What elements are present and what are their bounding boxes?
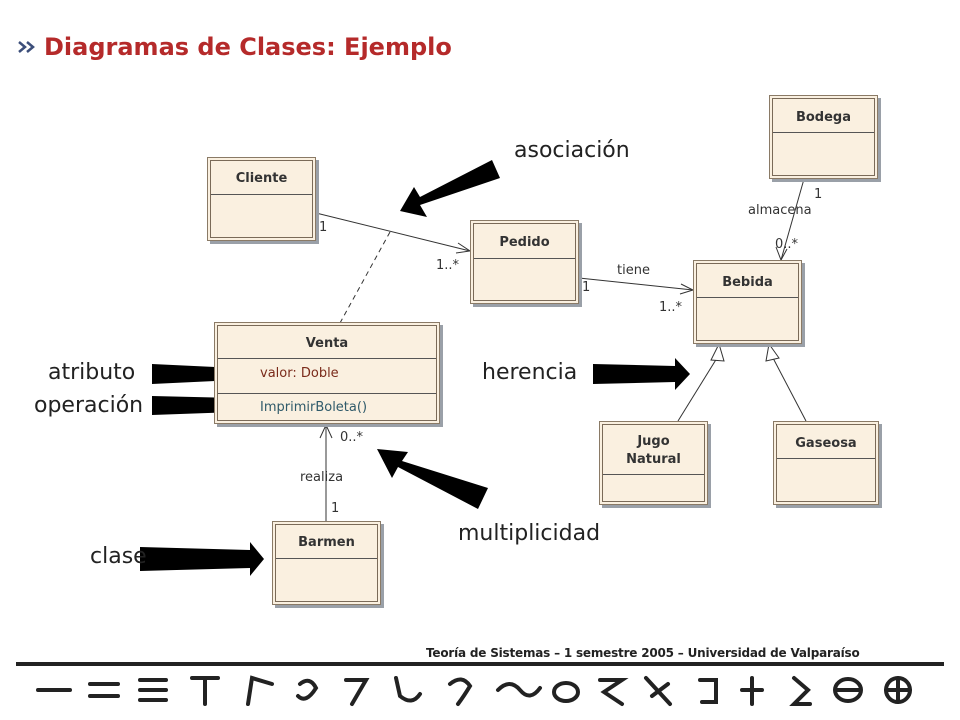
venta-association-class-link xyxy=(339,231,391,324)
class-bodega[interactable]: Bodega xyxy=(769,95,878,179)
class-venta[interactable]: Venta valor: Doble ImprimirBoleta() xyxy=(214,322,440,424)
annotation-multiplicidad: multiplicidad xyxy=(458,521,601,546)
cliente-multiplicity: 1 xyxy=(319,220,328,235)
annotation-clase: clase xyxy=(90,544,147,569)
venta-operation-imprimir-boleta: ImprimirBoleta() xyxy=(260,400,368,415)
asociacion-pointer-arrow xyxy=(400,160,500,217)
class-cliente-name: Cliente xyxy=(235,171,288,186)
barmen-multiplicity: 1 xyxy=(331,501,340,516)
bodega-bebida-association xyxy=(780,178,805,261)
footer-divider xyxy=(16,662,944,666)
class-gaseosa[interactable]: Gaseosa xyxy=(773,421,879,505)
annotation-asociacion: asociación xyxy=(514,138,630,163)
class-bodega-name: Bodega xyxy=(795,110,852,125)
class-bebida-name: Bebida xyxy=(722,275,773,290)
bebida-multiplicity-in: 1..* xyxy=(659,300,683,315)
clase-pointer-arrow xyxy=(140,542,264,576)
class-gaseosa-name: Gaseosa xyxy=(795,436,857,451)
class-cliente[interactable]: Cliente xyxy=(207,157,316,241)
venta-multiplicity: 0..* xyxy=(340,430,364,445)
class-barmen-name: Barmen xyxy=(298,535,355,550)
gaseosa-inheritance-triangle xyxy=(765,342,780,362)
annotation-operacion: operación xyxy=(34,393,144,418)
atributo-pointer-arrow xyxy=(152,360,250,388)
venta-attribute-valor: valor: Doble xyxy=(260,366,339,381)
cliente-pedido-association xyxy=(315,212,471,252)
gaseosa-bebida-inheritance xyxy=(772,357,807,422)
multiplicidad-pointer-arrow xyxy=(377,449,488,509)
jugo-inheritance-triangle xyxy=(710,342,725,362)
class-venta-name: Venta xyxy=(305,336,349,351)
class-jugo-natural[interactable]: Jugo Natural xyxy=(599,421,708,505)
realiza-role-label: realiza xyxy=(300,470,344,485)
jugo-bebida-inheritance xyxy=(677,357,718,422)
tiene-role-label: tiene xyxy=(617,263,650,278)
pedido-multiplicity-out: 1 xyxy=(582,280,591,295)
annotation-herencia: herencia xyxy=(482,360,578,385)
class-pedido[interactable]: Pedido xyxy=(470,220,579,304)
title-bullet-icon xyxy=(18,41,35,53)
page-title: Diagramas de Clases: Ejemplo xyxy=(44,33,452,61)
bebida-multiplicity-top: 0..* xyxy=(775,237,799,252)
footer-course-info: Teoría de Sistemas – 1 semestre 2005 – U… xyxy=(426,646,860,660)
herencia-pointer-arrow xyxy=(593,358,690,390)
class-bebida[interactable]: Bebida xyxy=(693,260,802,344)
class-jugo-natural-name: Jugo Natural xyxy=(626,434,681,467)
decorative-glyph-strip xyxy=(36,675,912,706)
annotation-atributo: atributo xyxy=(48,360,136,385)
bodega-multiplicity: 1 xyxy=(814,187,823,202)
pedido-multiplicity-in: 1..* xyxy=(436,258,460,273)
barmen-venta-arrowhead xyxy=(319,423,333,439)
class-pedido-name: Pedido xyxy=(499,235,550,250)
class-barmen[interactable]: Barmen xyxy=(272,521,381,605)
pedido-bebida-association xyxy=(578,277,694,291)
almacena-role-label: almacena xyxy=(748,203,812,218)
